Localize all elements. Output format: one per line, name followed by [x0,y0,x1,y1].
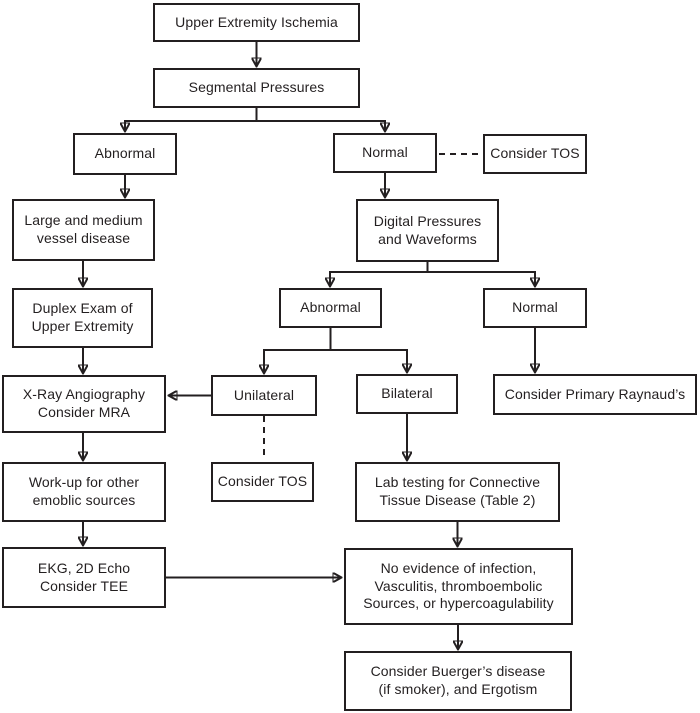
node-label: Bilateral [381,385,433,402]
node-xray-angiography-mra: X-Ray Angiography Consider MRA [2,375,166,433]
node-label: Normal [512,299,558,316]
node-label: Upper Extremity Ischemia [175,13,338,30]
edge-abnormal2-unilateral [264,328,332,373]
node-label: Abnormal [94,145,156,162]
node-label: Consider Primary Raynaud’s [504,385,686,402]
edge-digital-normal2 [426,262,536,286]
node-label: Duplex Exam of Upper Extremity [31,300,134,334]
node-unilateral: Unilateral [211,375,317,416]
edge-abnormal2-bilateral [329,328,408,372]
node-ekg-2d-echo-tee: EKG, 2D Echo Consider TEE [2,547,166,608]
node-label: No evidence of infection, Vasculitis, th… [363,559,554,612]
node-label: Unilateral [233,386,295,403]
edge-segmental-normal1 [255,108,386,131]
node-consider-primary-raynauds: Consider Primary Raynaud’s [493,374,697,415]
edge-digital-abnormal2 [330,262,429,286]
node-workup-embolic-sources: Work-up for other emoblic sources [2,462,166,522]
node-label: Large and medium vessel disease [24,212,143,246]
node-large-medium-vessel-disease: Large and medium vessel disease [12,199,155,261]
node-bilateral: Bilateral [356,374,458,414]
node-label: Segmental Pressures [188,79,325,96]
node-consider-tos-lower: Consider TOS [211,462,314,502]
node-consider-buergers-ergotism: Consider Buerger’s disease (if smoker), … [344,651,572,711]
node-consider-tos-upper: Consider TOS [483,134,587,174]
node-duplex-exam-upper-extremity: Duplex Exam of Upper Extremity [12,288,153,348]
node-normal-digital: Normal [483,288,587,328]
node-segmental-pressures: Segmental Pressures [153,68,360,108]
node-no-evidence-infection: No evidence of infection, Vasculitis, th… [344,548,573,625]
node-label: Normal [362,144,408,161]
node-label: Consider TOS [490,145,580,162]
node-label: Consider Buerger’s disease (if smoker), … [370,663,546,697]
node-label: X-Ray Angiography Consider MRA [22,386,146,420]
node-label: Consider TOS [217,473,308,490]
node-abnormal-segmental: Abnormal [73,133,177,175]
node-normal-segmental: Normal [333,133,437,173]
node-label: Digital Pressures and Waveforms [373,212,482,247]
node-digital-pressures-waveforms: Digital Pressures and Waveforms [356,199,499,262]
node-label: Lab testing for Connective Tissue Diseas… [374,474,541,508]
node-label: Abnormal [300,299,361,316]
edge-segmental-abnormal1 [125,108,258,131]
node-label: EKG, 2D Echo Consider TEE [37,559,131,594]
node-upper-extremity-ischemia: Upper Extremity Ischemia [153,3,360,42]
node-label: Work-up for other emoblic sources [28,474,140,508]
node-abnormal-digital: Abnormal [279,288,382,328]
node-lab-testing-connective-tissue: Lab testing for Connective Tissue Diseas… [355,462,560,522]
